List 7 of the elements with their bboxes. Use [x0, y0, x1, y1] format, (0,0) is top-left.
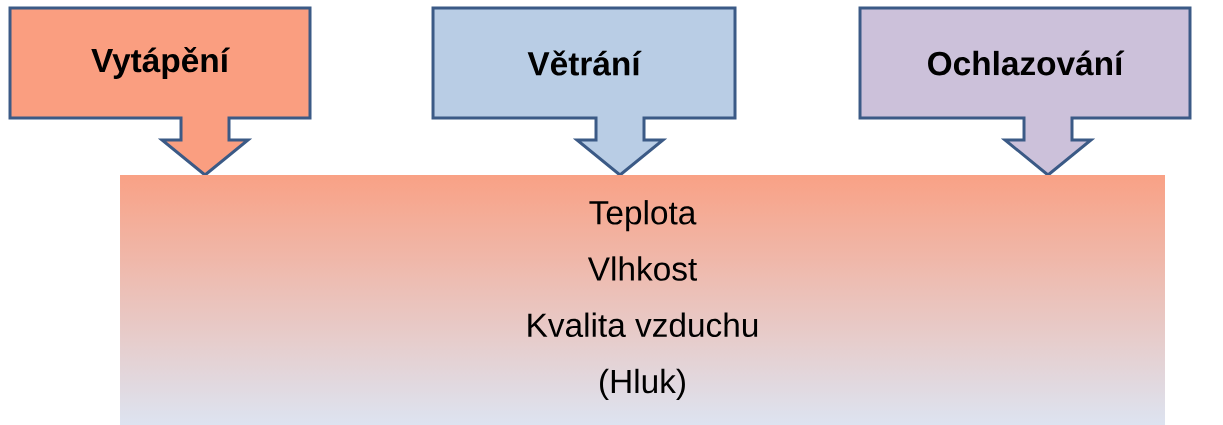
text-line: Kvalita vzduchu [528, 312, 758, 338]
text-line: Teplota [589, 200, 697, 232]
text-line: Vlhkost [587, 256, 697, 281]
text-line: (Hluk) [600, 368, 685, 400]
callout-box: Ochlazování [858, 6, 1192, 177]
callout-box: Vytápění [8, 6, 312, 177]
callout-box: Větrání [431, 6, 737, 177]
